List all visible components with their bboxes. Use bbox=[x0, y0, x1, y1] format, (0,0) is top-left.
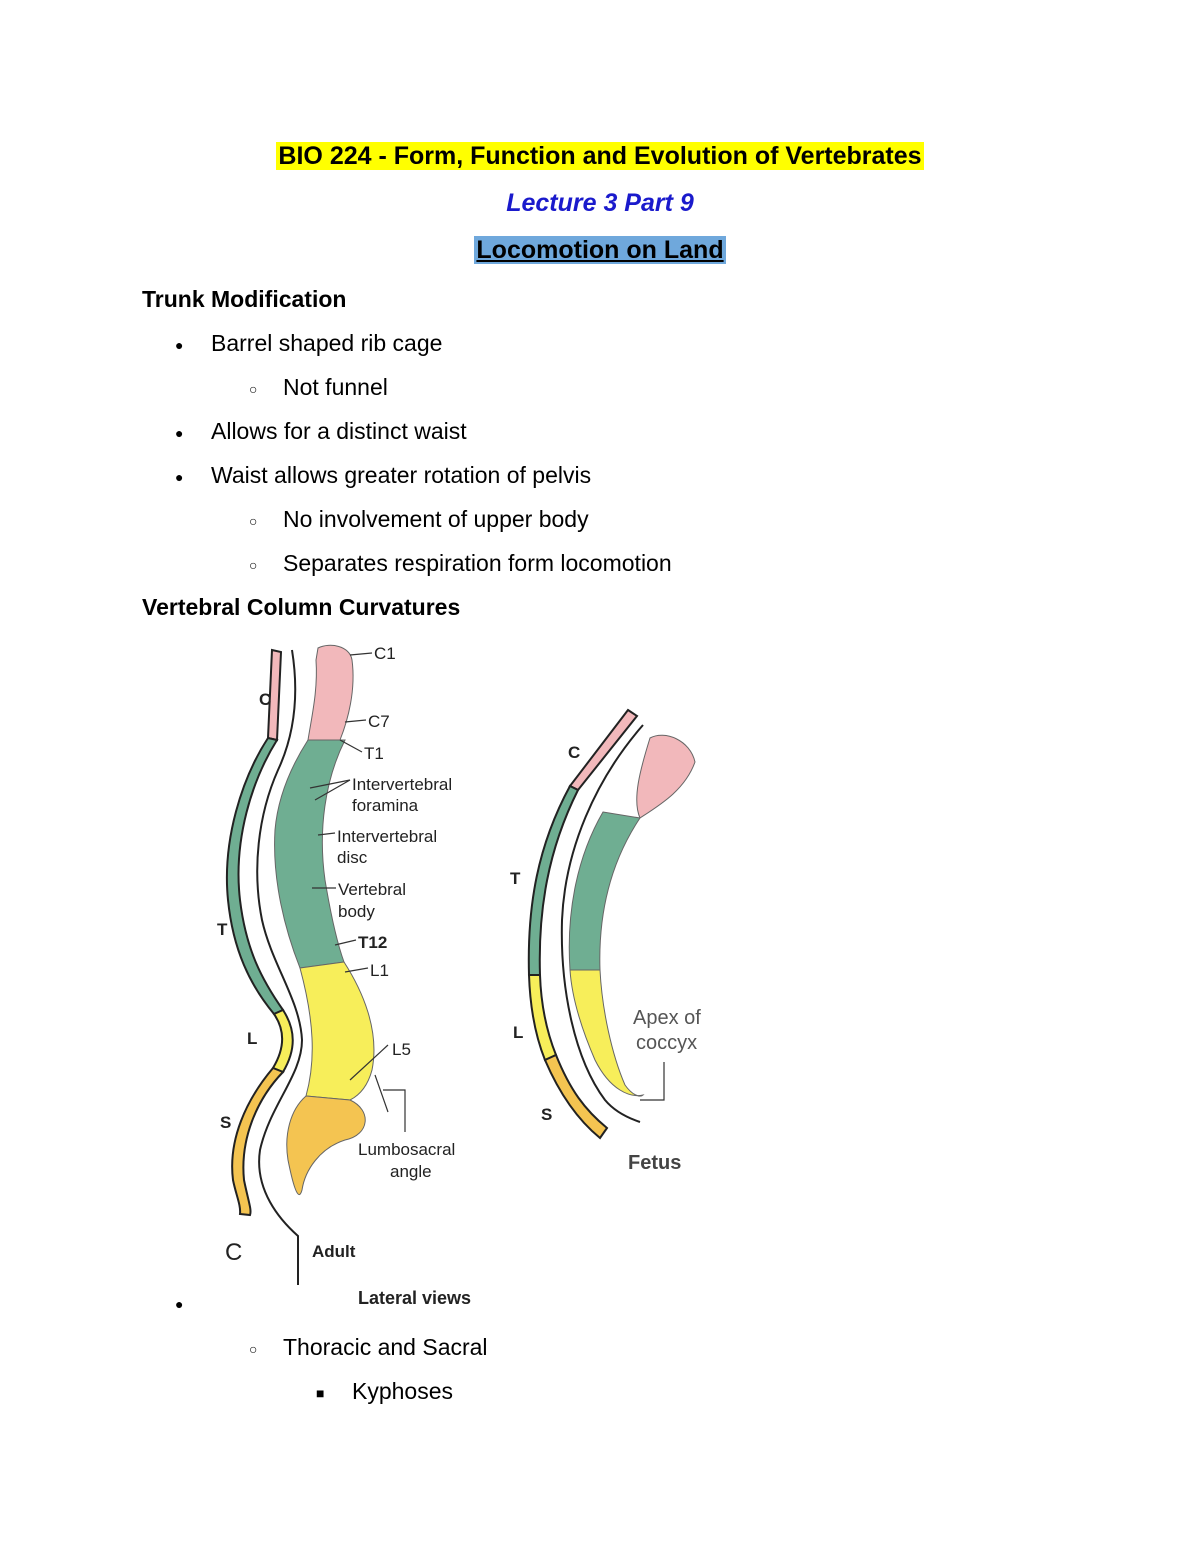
adult-lumbar-vertebrae bbox=[299, 961, 375, 1101]
figure-caption: Lateral views bbox=[358, 1288, 471, 1308]
adult-curvature-band bbox=[225, 648, 304, 1285]
fetus-region-c: C bbox=[568, 743, 580, 762]
label-disc: Intervertebral bbox=[337, 827, 437, 846]
label-fetus: Fetus bbox=[628, 1152, 681, 1174]
label-vertebral-body-2: body bbox=[338, 902, 375, 921]
bullet-square: ■ bbox=[316, 1385, 325, 1401]
label-lumbosacral-2: angle bbox=[390, 1162, 432, 1181]
label-vertebral-body: Vertebral bbox=[338, 880, 406, 899]
fetus-vertebrae bbox=[568, 734, 696, 1097]
label-l1: L1 bbox=[370, 961, 389, 980]
bullet-circle: ○ bbox=[249, 1341, 258, 1357]
lecture-subtitle: Lecture 3 Part 9 bbox=[506, 189, 694, 217]
fetus-region-t: T bbox=[510, 869, 521, 888]
topic-title: Locomotion on Land bbox=[474, 236, 726, 264]
list-item: Not funnel bbox=[283, 374, 388, 400]
adult-cervical-vertebrae bbox=[307, 644, 354, 741]
list-item: Separates respiration form locomotion bbox=[283, 550, 672, 576]
region-t: T bbox=[217, 920, 228, 939]
adult-sacral-band bbox=[231, 1066, 285, 1217]
region-c: C bbox=[259, 690, 271, 709]
bullet-disc: ● bbox=[175, 425, 184, 441]
section-heading-curvatures: Vertebral Column Curvatures bbox=[142, 594, 461, 620]
label-c7: C7 bbox=[368, 712, 390, 731]
fetus-lumbar-band bbox=[527, 974, 558, 1062]
adult-sacral-vertebrae bbox=[286, 1095, 366, 1195]
label-disc-2: disc bbox=[337, 848, 368, 867]
label-adult: Adult bbox=[312, 1242, 356, 1261]
adult-leader-lines bbox=[309, 652, 406, 1132]
label-apex: Apex of bbox=[633, 1007, 701, 1029]
adult-outline-line bbox=[256, 649, 304, 1285]
label-lumbosacral: Lumbosacral bbox=[358, 1140, 455, 1159]
bullet-circle: ○ bbox=[249, 557, 258, 573]
fetus-labels: C T L S Apex of coccyx Fetus bbox=[510, 743, 701, 1174]
bullet-circle: ○ bbox=[249, 381, 258, 397]
fetus-leader-line bbox=[640, 1062, 665, 1101]
fetus-curvature-band bbox=[527, 708, 644, 1140]
adult-lumbar-band bbox=[271, 1008, 294, 1074]
list-item: Thoracic and Sacral bbox=[283, 1334, 488, 1360]
fetus-sacral-band bbox=[543, 1053, 609, 1140]
region-l: L bbox=[247, 1029, 257, 1048]
list-item: No involvement of upper body bbox=[283, 506, 589, 532]
label-foramina-2: foramina bbox=[352, 796, 419, 815]
section-heading-trunk: Trunk Modification bbox=[142, 286, 347, 312]
fetus-outline-line bbox=[560, 724, 644, 1123]
label-c1: C1 bbox=[374, 644, 396, 663]
fetus-cervical-vertebrae bbox=[636, 734, 696, 819]
fetus-region-s: S bbox=[541, 1105, 552, 1124]
list-item: Kyphoses bbox=[352, 1378, 454, 1404]
bullet-disc: ● bbox=[175, 469, 184, 485]
bullet-circle: ○ bbox=[249, 513, 258, 529]
region-s: S bbox=[220, 1113, 231, 1132]
list-item: Barrel shaped rib cage bbox=[211, 330, 443, 356]
bullet-disc: ● bbox=[175, 1296, 184, 1312]
label-foramina: Intervertebral bbox=[352, 775, 452, 794]
adult-vertebrae bbox=[274, 644, 375, 1195]
label-t12: T12 bbox=[358, 933, 387, 952]
bullet-disc: ● bbox=[175, 337, 184, 353]
adult-thoracic-vertebrae bbox=[274, 739, 346, 969]
fetus-region-l: L bbox=[513, 1023, 523, 1042]
list-item: Waist allows greater rotation of pelvis bbox=[211, 462, 592, 488]
fetus-lumbar-sacral-vertebrae bbox=[569, 969, 645, 1097]
panel-letter: C bbox=[225, 1239, 242, 1266]
label-l5: L5 bbox=[392, 1040, 411, 1059]
course-title: BIO 224 - Form, Function and Evolution o… bbox=[276, 142, 924, 170]
fetus-thoracic-vertebrae bbox=[568, 811, 641, 971]
label-apex-2: coccyx bbox=[636, 1032, 697, 1054]
label-t1: T1 bbox=[364, 744, 384, 763]
list-item: Allows for a distinct waist bbox=[211, 418, 467, 444]
adult-labels: C1 C7 T1 Intervertebral foramina Interve… bbox=[217, 644, 455, 1266]
